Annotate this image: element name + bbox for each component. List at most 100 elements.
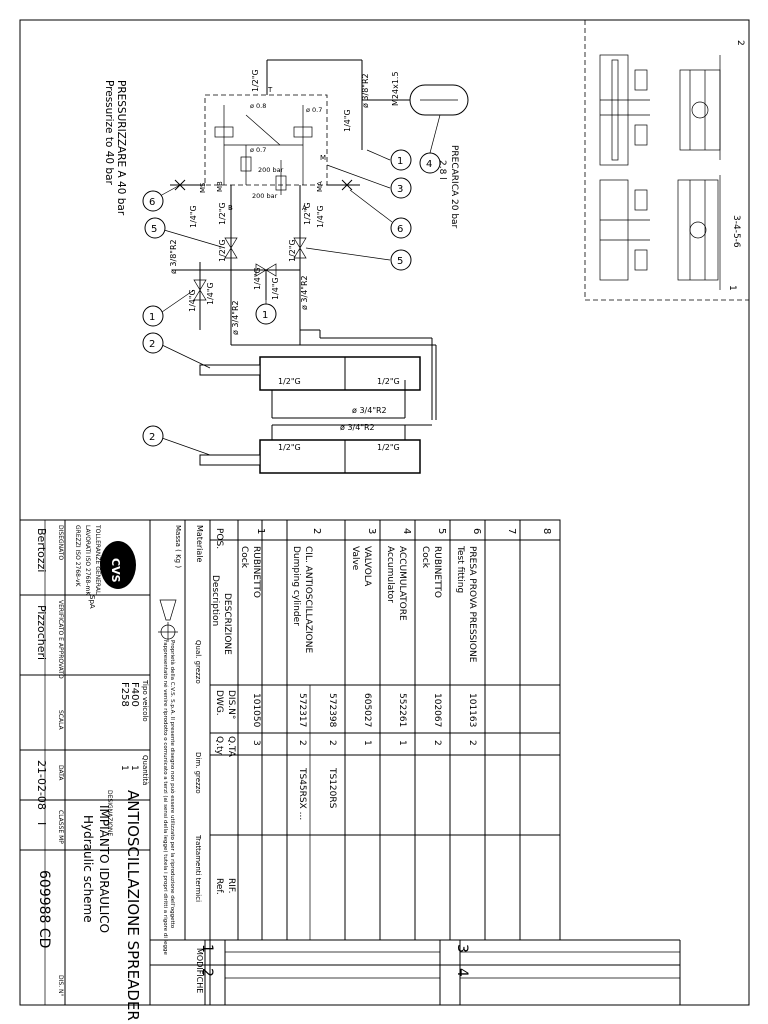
label-cyl2-port-l: 1/2"G: [278, 443, 301, 452]
tb-property-2: rappresentato né venire riprodotto o com…: [162, 640, 169, 956]
company-logo: CVS SpA: [88, 541, 136, 609]
balloon-3: 3: [326, 164, 412, 199]
cock-1-left: [193, 279, 207, 291]
svg-text:1: 1: [397, 740, 407, 746]
svg-text:5: 5: [436, 528, 447, 534]
svg-text:4: 4: [401, 528, 412, 534]
label-3-4r2-2: ø 3/4"R2: [340, 423, 375, 432]
hdr-rif-en: Ref.: [214, 878, 224, 895]
label-3-8r2-left: ø 3/8"R2: [169, 239, 178, 274]
svg-text:1: 1: [362, 740, 372, 746]
svg-text:Test fitting: Test fitting: [455, 545, 465, 593]
tb-massa: Massa ( Kg ): [174, 525, 182, 568]
svg-text:CIL. ANTIOSCILLAZIONE: CIL. ANTIOSCILLAZIONE: [303, 546, 313, 653]
svg-text:1: 1: [149, 312, 155, 323]
ma-cross-2: [341, 179, 353, 191]
tb-tolleranze: TOLLERANZE GENERALI: [94, 524, 101, 596]
label-0-8: ø 0.8: [250, 102, 266, 110]
svg-text:Cock: Cock: [239, 546, 249, 569]
balloon-6-right: 6: [349, 189, 412, 239]
tb-mod-3: 3: [454, 944, 470, 953]
svg-text:RUBINETTO: RUBINETTO: [251, 546, 261, 598]
label-accum-vol: 2.8 l: [437, 160, 447, 180]
label-1-4g-top: 1/4"G: [343, 109, 352, 132]
tb-modifiche: MODIFICHE: [195, 948, 204, 993]
tb-designazione: DESIGNAZIONE: [106, 790, 113, 836]
label-b: B: [228, 204, 233, 212]
svg-text:6: 6: [149, 197, 155, 208]
tb-tipo-veicolo: Tipo veicolo: [141, 679, 149, 722]
hdr-qta-it: Q.TA: [226, 736, 236, 758]
tb-quantita: Quantità: [141, 755, 149, 785]
svg-text:VALVOLA: VALVOLA: [362, 546, 372, 587]
tb-qty-1: 1: [129, 765, 139, 771]
cock-1-mid-b: [265, 263, 277, 277]
label-1-4g-a: 1/4"G: [316, 205, 325, 228]
spreader-sketch-top: [599, 54, 721, 166]
svg-text:PRESA PROVA PRESSIONE: PRESA PROVA PRESSIONE: [467, 546, 477, 663]
svg-text:2: 2: [149, 339, 155, 350]
tb-verificato-lbl: VERIFICATO E APPROVATO: [57, 600, 64, 679]
tb-trattamenti: Trattamenti termici: [194, 834, 202, 902]
pressurize-note-en: Pressurize to 40 bar: [103, 80, 115, 186]
svg-text:552261: 552261: [397, 693, 407, 727]
tb-drawing-number: 609988 CD: [36, 870, 52, 948]
cock-5-right-b: [293, 247, 307, 259]
tb-qty-2: 1: [119, 765, 129, 771]
svg-text:7: 7: [506, 528, 517, 534]
svg-text:1: 1: [397, 156, 403, 167]
balloon-2-lower: 2: [142, 425, 211, 456]
label-1-2g-t: 1/2"G: [251, 69, 260, 92]
svg-text:2: 2: [297, 740, 307, 746]
balloon-6-left: 6: [142, 184, 181, 212]
svg-text:5: 5: [151, 224, 157, 235]
svg-text:2: 2: [432, 740, 442, 746]
hdr-dis-it: DIS.N°: [226, 690, 236, 719]
table-row: 4 ACCUMULATORE Accumulator 552261 1: [385, 528, 412, 746]
company-spa: SpA: [88, 595, 96, 609]
balloon-2-upper: 2: [142, 332, 211, 369]
detail-label-1: 1: [727, 285, 737, 291]
label-1-4g-b: 1/4"G: [189, 205, 198, 228]
label-1-4g-c1m: 1/4"G: [253, 267, 262, 290]
cylinder-lower-rod: [199, 454, 261, 466]
projection-symbol: [158, 599, 178, 642]
label-m24: M24x1.5: [391, 71, 400, 106]
svg-text:102067: 102067: [432, 693, 442, 727]
table-row: 3 VALVOLA Valve 605027 1: [350, 528, 377, 746]
svg-text:TS120RS: TS120RS: [327, 767, 337, 809]
svg-text:Valve: Valve: [350, 546, 360, 571]
tb-mod-1: 1: [199, 944, 215, 953]
cock-1-left-b: [193, 289, 207, 301]
hdr-qta-en: Q.ty: [214, 736, 224, 755]
label-1-4g-c1l: 1/4"G: [188, 289, 197, 312]
hdr-pos: POS.: [214, 528, 224, 549]
label-cyl1-port-r: 1/2"G: [377, 377, 400, 386]
table-row: 6 PRESA PROVA PRESSIONE Test fitting 101…: [455, 528, 482, 746]
label-precharge: PRECARICA 20 bar: [449, 145, 459, 229]
svg-text:6: 6: [397, 224, 403, 235]
balloon-1-top: 1: [366, 149, 412, 171]
hdr-rif-it: RIF.: [226, 878, 236, 894]
svg-text:3: 3: [366, 528, 377, 534]
svg-text:605027: 605027: [362, 693, 372, 727]
hdr-dis-en: DWG.: [214, 690, 224, 716]
label-cyl1-port-l: 1/2"G: [278, 377, 301, 386]
table-row: 2 CIL. ANTIOSCILLAZIONE Dumping cylinder…: [291, 528, 322, 820]
label-1-2g-c5r: 1/2"G: [288, 239, 297, 262]
svg-text:1: 1: [262, 310, 268, 321]
label-a: A: [302, 204, 307, 212]
internal-line-d: [245, 114, 281, 146]
svg-text:2: 2: [327, 740, 337, 746]
svg-text:RUBINETTO: RUBINETTO: [432, 546, 442, 598]
label-200bar-2: 200 bar: [252, 192, 278, 200]
tb-qual-grezzo: Qual. grezzo: [194, 640, 202, 684]
label-0-7b: ø 0.7: [250, 146, 266, 154]
table-row: 1 RUBINETTO Cock 101050 3: [239, 528, 266, 746]
svg-text:2: 2: [311, 528, 322, 534]
tb-mod-4: 4: [454, 968, 470, 977]
svg-text:2: 2: [149, 432, 155, 443]
svg-text:CVS: CVS: [109, 558, 122, 583]
tb-classe-lbl: CLASSE MP: [57, 810, 64, 844]
